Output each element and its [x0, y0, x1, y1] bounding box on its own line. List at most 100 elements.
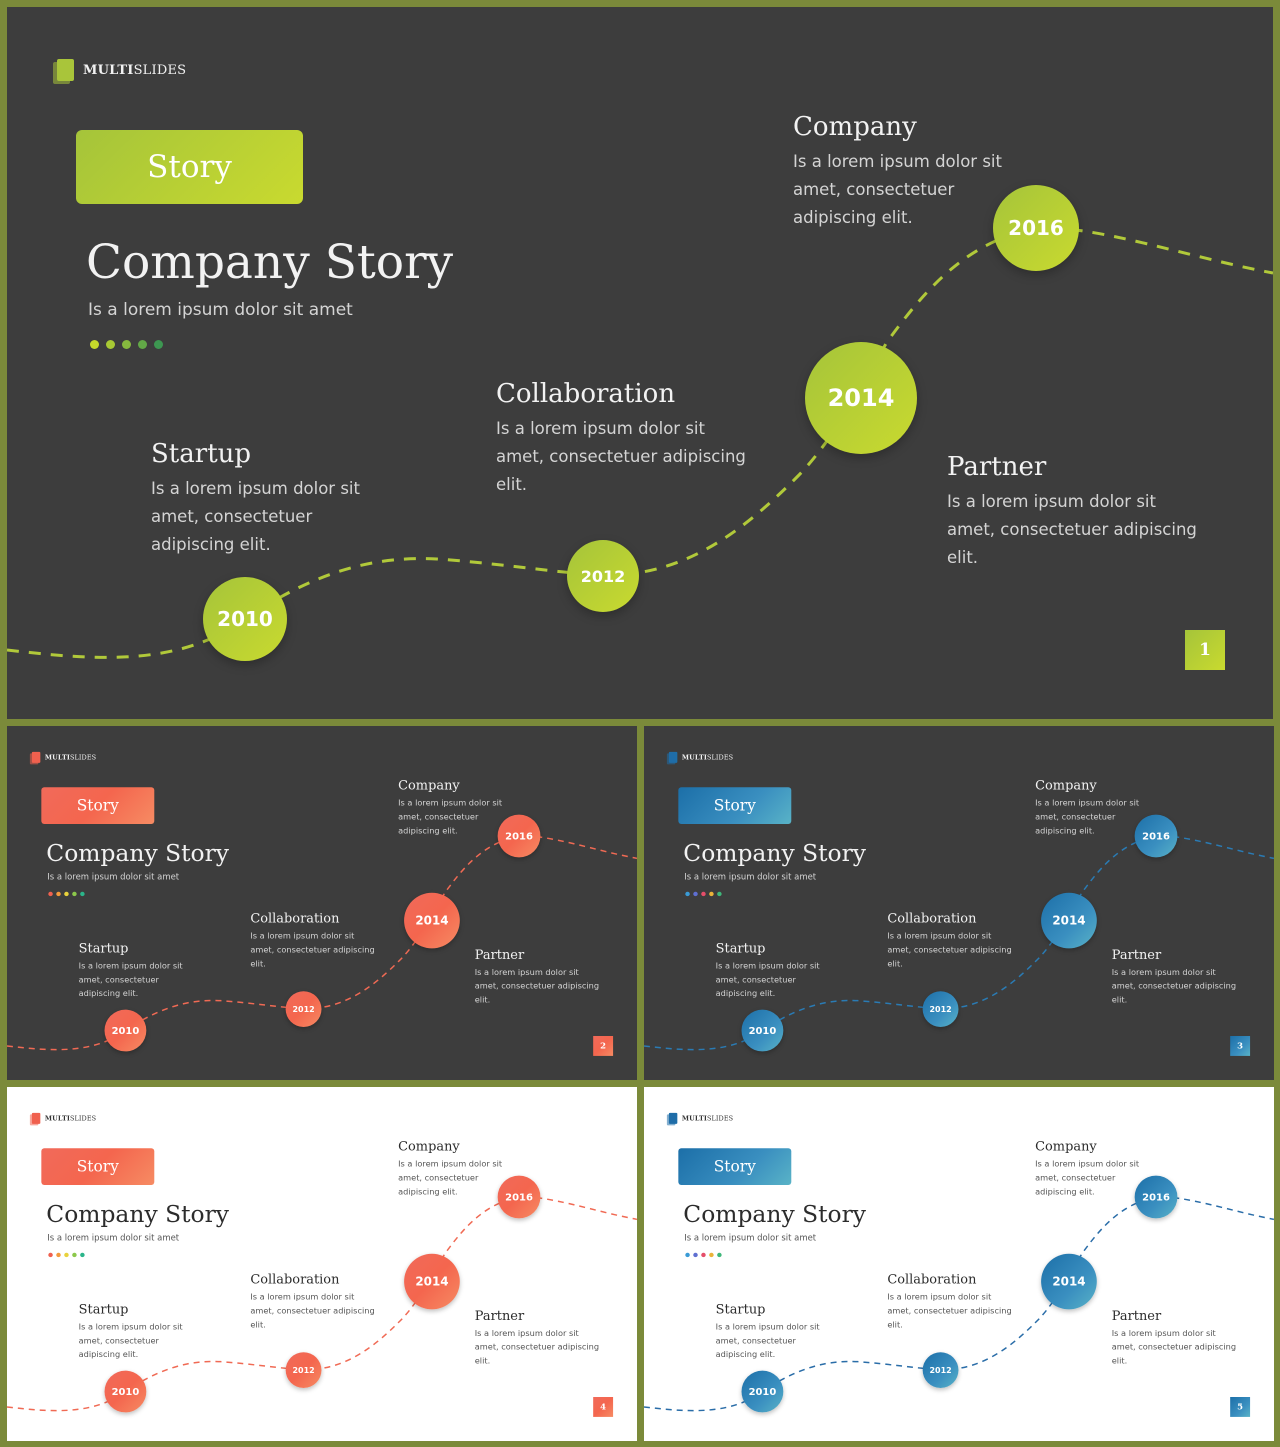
slide-thumbnail-4[interactable]: MULTISLIDES Story Company Story Is a lor… — [7, 1087, 637, 1441]
timeline-body: Is a lorem ipsum dolor sit amet, consect… — [250, 931, 375, 969]
year-marker-2014: 2014 — [1041, 1253, 1097, 1310]
story-pill: Story — [41, 1148, 155, 1186]
slide-thumbnail-2[interactable]: MULTISLIDES Story Company Story Is a lor… — [7, 726, 637, 1080]
decorative-dots — [90, 340, 170, 349]
slide-thumbnail-5[interactable]: MULTISLIDES Story Company Story Is a lor… — [644, 1087, 1274, 1441]
timeline-body: Is a lorem ipsum dolor sit amet, consect… — [887, 1292, 1012, 1330]
timeline-item-startup: Startup Is a lorem ipsum dolor sit amet,… — [716, 941, 820, 1001]
dot — [90, 340, 99, 349]
timeline-heading: Company — [398, 778, 460, 794]
timeline-heading: Startup — [715, 1301, 766, 1317]
story-pill: Story — [41, 787, 155, 825]
timeline-heading: Partner — [474, 1308, 525, 1324]
timeline-curve — [7, 1196, 637, 1412]
timeline-item-company: Company Is a lorem ipsum dolor sit amet,… — [398, 778, 502, 838]
timeline-body: Is a lorem ipsum dolor sit amet, consect… — [715, 960, 820, 999]
timeline-heading: Company — [793, 112, 917, 142]
year-marker-2010: 2010 — [203, 577, 287, 661]
timeline-body: Is a lorem ipsum dolor sit amet, consect… — [1035, 798, 1140, 836]
year-marker-2014: 2014 — [1041, 892, 1097, 949]
dot — [685, 1252, 690, 1258]
slide-title: Company Story — [46, 1200, 229, 1228]
decorative-dots — [685, 891, 725, 897]
logo-text-bold: MULTI — [44, 753, 70, 762]
timeline-body: Is a lorem ipsum dolor sit amet, consect… — [1035, 1159, 1140, 1197]
slide-thumbnail-3[interactable]: MULTISLIDES Story Company Story Is a lor… — [644, 726, 1274, 1080]
timeline-body: Is a lorem ipsum dolor sit amet, consect… — [496, 419, 746, 494]
timeline-item-collaboration: Collaboration Is a lorem ipsum dolor sit… — [250, 1272, 374, 1332]
timeline-heading: Startup — [715, 940, 766, 956]
logo: MULTISLIDES — [666, 1112, 734, 1126]
timeline-body: Is a lorem ipsum dolor sit amet, consect… — [398, 798, 503, 836]
dot — [685, 891, 690, 897]
slide-subtitle: Is a lorem ipsum dolor sit amet — [684, 1232, 817, 1243]
page-number: 4 — [593, 1397, 614, 1417]
logo-text-bold: MULTI — [681, 753, 707, 762]
logo-mark-icon — [53, 59, 74, 84]
timeline-body: Is a lorem ipsum dolor sit amet, consect… — [1111, 967, 1237, 1005]
year-marker-2014: 2014 — [805, 342, 917, 454]
logo-text-rest: SLIDES — [69, 753, 97, 762]
year-marker-2010: 2010 — [104, 1370, 147, 1413]
timeline-body: Is a lorem ipsum dolor sit amet, consect… — [715, 1321, 820, 1360]
page-number: 3 — [1230, 1036, 1251, 1056]
timeline-item-collaboration: Collaboration Is a lorem ipsum dolor sit… — [250, 911, 374, 971]
timeline-body: Is a lorem ipsum dolor sit amet, consect… — [398, 1159, 503, 1197]
dot — [717, 891, 722, 897]
slide-title: Company Story — [86, 235, 454, 290]
timeline-item-partner: Partner Is a lorem ipsum dolor sit amet,… — [1112, 947, 1236, 1007]
dot — [48, 891, 53, 897]
timeline-item-partner: Partner Is a lorem ipsum dolor sit amet,… — [1112, 1308, 1236, 1368]
logo-mark-icon — [29, 1112, 41, 1126]
logo-text-rest: SLIDES — [69, 1114, 97, 1123]
dot — [709, 891, 714, 897]
slide-title: Company Story — [46, 839, 229, 867]
timeline-item-collaboration: Collaboration Is a lorem ipsum dolor sit… — [496, 379, 746, 499]
timeline-item-collaboration: Collaboration Is a lorem ipsum dolor sit… — [887, 1272, 1011, 1332]
timeline-body: Is a lorem ipsum dolor sit amet, consect… — [474, 967, 600, 1005]
dot — [122, 340, 131, 349]
timeline-body: Is a lorem ipsum dolor sit amet, consect… — [78, 1321, 183, 1360]
timeline-heading: Partner — [1111, 947, 1162, 963]
year-marker-2016: 2016 — [497, 1175, 541, 1219]
timeline-body: Is a lorem ipsum dolor sit amet, consect… — [887, 931, 1012, 969]
slide-subtitle: Is a lorem ipsum dolor sit amet — [684, 871, 817, 882]
dot — [693, 1252, 698, 1258]
timeline-heading: Company — [398, 1139, 460, 1155]
logo-mark-icon — [666, 1112, 678, 1126]
timeline-heading: Startup — [151, 439, 252, 469]
logo-text-rest: SLIDES — [706, 753, 734, 762]
timeline-item-partner: Partner Is a lorem ipsum dolor sit amet,… — [947, 452, 1197, 572]
timeline-item-company: Company Is a lorem ipsum dolor sit amet,… — [793, 112, 1003, 232]
slide-subtitle: Is a lorem ipsum dolor sit amet — [88, 300, 353, 320]
dot — [693, 891, 698, 897]
logo-text-rest: SLIDES — [706, 1114, 734, 1123]
timeline-heading: Collaboration — [887, 911, 977, 927]
timeline-body: Is a lorem ipsum dolor sit amet, consect… — [1111, 1328, 1237, 1366]
story-pill: Story — [76, 130, 303, 204]
dot — [154, 340, 163, 349]
year-marker-2010: 2010 — [741, 1370, 784, 1413]
year-marker-2012: 2012 — [922, 991, 959, 1028]
timeline-item-company: Company Is a lorem ipsum dolor sit amet,… — [1035, 1139, 1139, 1199]
dot — [72, 1252, 77, 1258]
dot — [48, 1252, 53, 1258]
dot — [56, 891, 61, 897]
logo: MULTISLIDES — [29, 1112, 97, 1126]
dot — [72, 891, 77, 897]
timeline-item-startup: Startup Is a lorem ipsum dolor sit amet,… — [151, 439, 361, 559]
dot — [709, 1252, 714, 1258]
timeline-heading: Collaboration — [250, 911, 340, 927]
logo: MULTISLIDES — [29, 751, 97, 765]
year-marker-2016: 2016 — [1134, 1175, 1178, 1219]
timeline-heading: Startup — [78, 1301, 129, 1317]
timeline-heading: Partner — [947, 452, 1047, 482]
dot — [64, 1252, 69, 1258]
year-marker-2012: 2012 — [922, 1352, 959, 1389]
slide-thumbnail-1[interactable]: MULTISLIDES Story Company Story Is a lor… — [7, 7, 1273, 719]
page-number: 1 — [1185, 630, 1225, 670]
year-marker-2016: 2016 — [1134, 814, 1178, 858]
story-pill: Story — [678, 787, 792, 825]
timeline-curve — [644, 835, 1274, 1051]
dot — [80, 891, 85, 897]
